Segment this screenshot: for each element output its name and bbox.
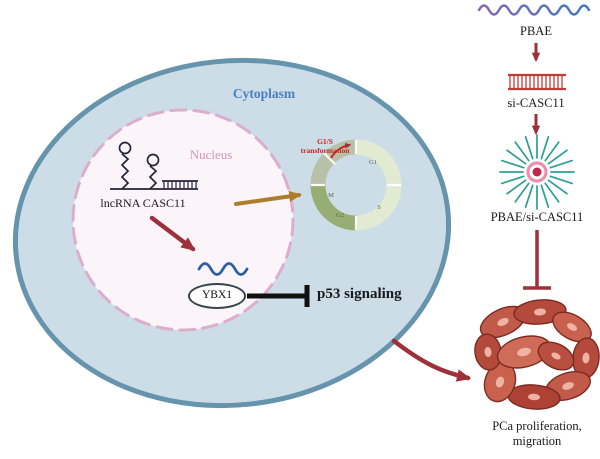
cytoplasm-label: Cytoplasm <box>232 86 296 101</box>
mrna-wave <box>197 262 249 276</box>
pbae-polymer <box>477 4 591 16</box>
g1s-transformation-label: G1/S transformation <box>300 137 350 156</box>
p53-signaling-label: p53 signaling <box>317 286 402 302</box>
cell-to-tumor-arrow <box>391 338 472 382</box>
nucleus-membrane <box>71 108 295 332</box>
cell-cycle-ring: G1 S G2 M <box>310 139 402 231</box>
pbae-label: PBAE <box>520 24 552 38</box>
p53-inhibition-bar <box>247 285 310 307</box>
pca-cell-cluster <box>474 299 600 410</box>
g1s-transition-arrow <box>330 142 352 159</box>
cycle-phase-m: M <box>328 192 334 199</box>
nucleus-label: Nucleus <box>189 147 233 162</box>
pbae-si-casc11-complex-label: PBAE/si-CASC11 <box>490 210 584 224</box>
si-casc11-label: si-CASC11 <box>507 96 565 110</box>
lncrna-casc11-label: lncRNA CASC11 <box>100 196 186 210</box>
ybx1-protein-badge: YBX1 <box>188 283 246 309</box>
cycle-phase-g1: G1 <box>369 159 377 166</box>
cycle-effect-arrow <box>234 190 302 206</box>
pca-outcome-label: PCa proliferation, migration <box>492 419 582 448</box>
cycle-phase-s: S <box>377 204 381 211</box>
lncrna-structure <box>110 141 198 190</box>
cycle-phase-g2: G2 <box>336 212 344 219</box>
sirna-duplex <box>508 73 566 91</box>
nanoparticle <box>499 134 575 210</box>
cycle-phase-dividers <box>311 140 401 230</box>
complex-inhibition-tbar <box>523 230 551 290</box>
transcription-arrow <box>149 215 196 252</box>
